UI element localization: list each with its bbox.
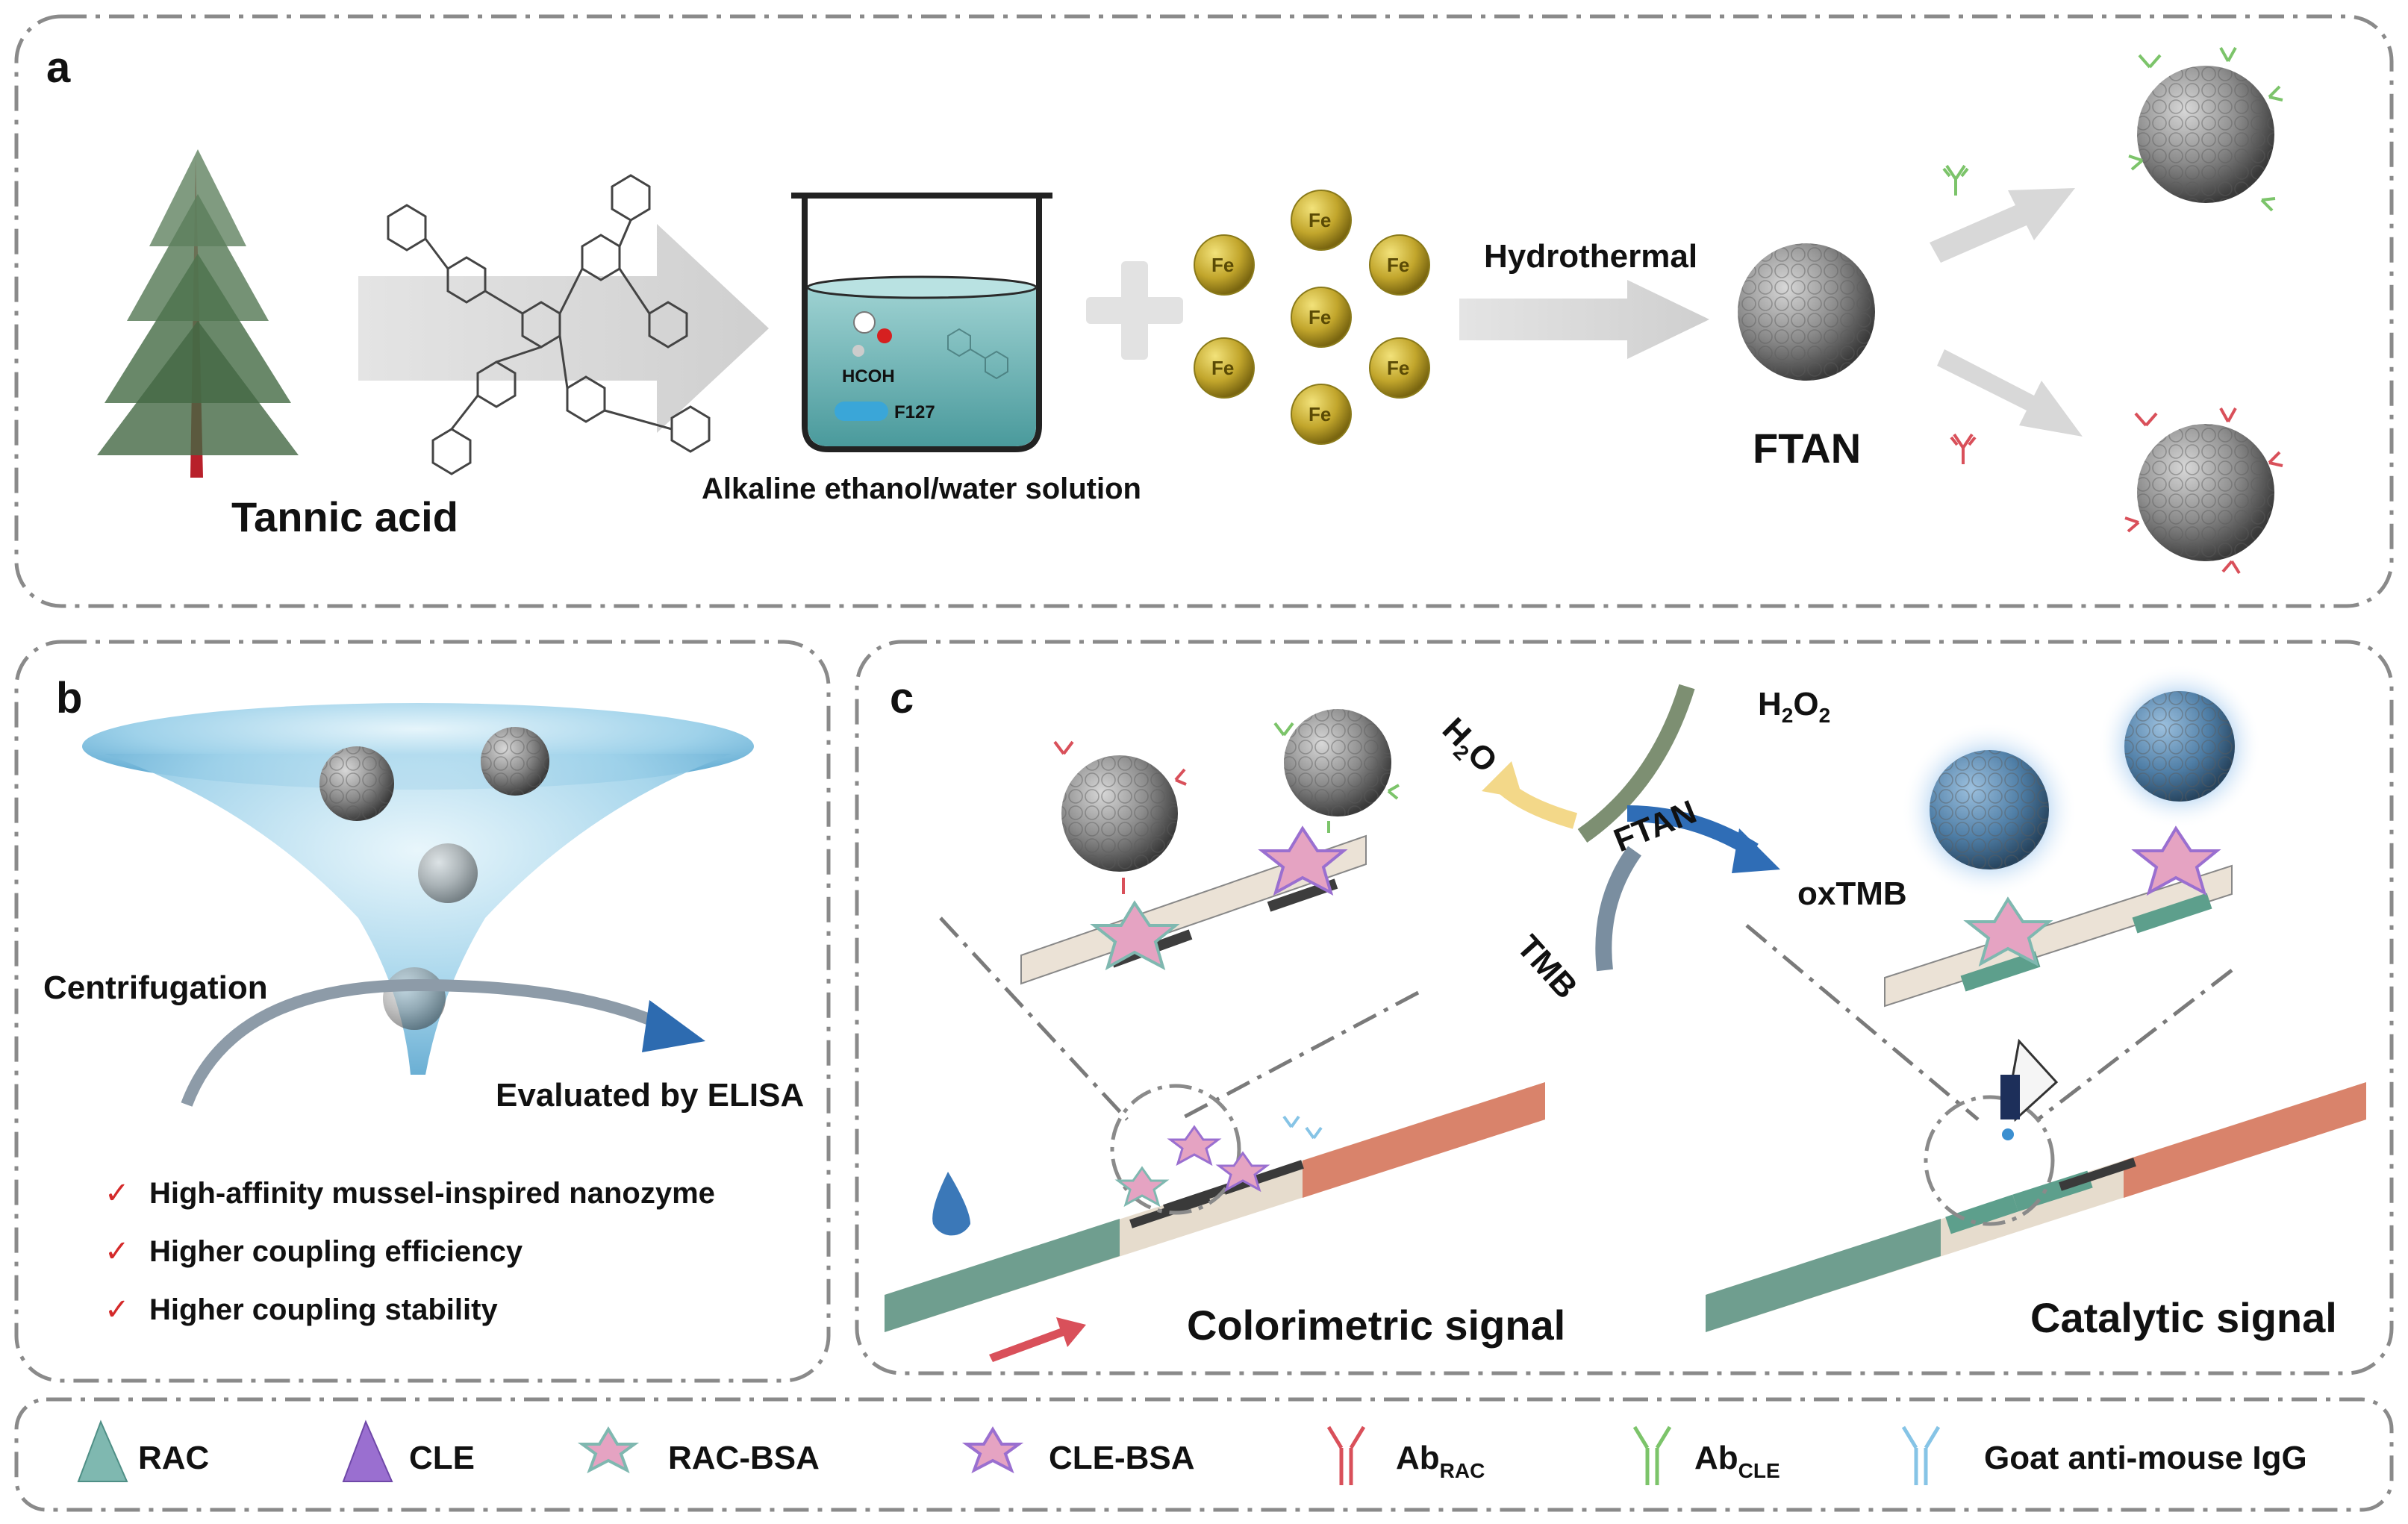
- beaker: [791, 193, 1052, 452]
- legend-cle: CLE: [409, 1440, 475, 1476]
- fe-ion-cluster: Fe Fe Fe Fe Fe Fe Fe: [1194, 190, 1430, 445]
- feature-item-1: High-affinity mussel-inspired nanozyme: [149, 1177, 715, 1210]
- zoom-strip-right: [1884, 664, 2262, 1008]
- tannic-acid-label: Tannic acid: [231, 493, 458, 540]
- tmb-label: TMB: [1510, 928, 1585, 1006]
- centrifugation-label: Centrifugation: [43, 969, 268, 1006]
- legend-rac-bsa: RAC-BSA: [668, 1440, 820, 1476]
- tannic-acid-molecule: [387, 174, 711, 475]
- fe-label-3: Fe: [1387, 254, 1409, 276]
- legend-cle-bsa: CLE-BSA: [1049, 1440, 1195, 1476]
- feature-list: ✓ High-affinity mussel-inspired nanozyme…: [105, 1176, 715, 1327]
- colorimetric-label: Colorimetric signal: [1187, 1302, 1565, 1349]
- fe-label-4: Fe: [1309, 306, 1331, 328]
- panel-a-frame: [14, 14, 2394, 608]
- vortex-illustration: [82, 703, 754, 1075]
- ab-cle-icon: [1632, 1425, 1672, 1485]
- rac-icon: [77, 1420, 128, 1482]
- oxtmb-label: oxTMB: [1797, 875, 1907, 912]
- ab-rac-icon: [1326, 1425, 1366, 1485]
- hydrothermal-label: Hydrothermal: [1484, 238, 1697, 275]
- feature-check-3: ✓: [105, 1293, 130, 1327]
- zoom-guide-lines: [939, 916, 2233, 1122]
- legend-rac: RAC: [138, 1440, 209, 1476]
- ftan-sphere: [1738, 243, 1875, 381]
- rac-bsa-icon: [577, 1426, 640, 1474]
- panel-c-letter: c: [890, 674, 914, 722]
- fe-label-5: Fe: [1211, 357, 1234, 379]
- tannic-arrow: [358, 224, 769, 433]
- ftan-ab-cle-sphere: [2128, 47, 2283, 212]
- feature-check-1: ✓: [105, 1176, 130, 1211]
- panel-a-letter: a: [46, 43, 71, 92]
- cle-icon: [342, 1420, 393, 1482]
- feature-item-2: Higher coupling efficiency: [149, 1235, 523, 1268]
- ftan-label: FTAN: [1753, 425, 1861, 472]
- centrifugation-arrow: [181, 978, 660, 1107]
- tree-illustration: [97, 149, 299, 478]
- legend-frame: [14, 1397, 2394, 1512]
- panel-c-frame: [855, 640, 2394, 1375]
- ab-rac-free-icon: [1950, 433, 1977, 464]
- zoom-strip-left: [1020, 709, 1400, 985]
- panel-b-frame: [14, 640, 831, 1383]
- branch-arrow-up: [1930, 188, 2075, 263]
- ab-cle-free-icon: [1942, 164, 1969, 196]
- legend-goat-igg: Goat anti-mouse IgG: [1984, 1440, 2307, 1476]
- plus-icon: [1086, 261, 1183, 360]
- evaluated-label: Evaluated by ELISA: [496, 1077, 804, 1114]
- fe-label-7: Fe: [1309, 403, 1331, 425]
- feature-check-2: ✓: [105, 1234, 130, 1269]
- h2o-label: H2O: [1432, 711, 1505, 783]
- feature-item-3: Higher coupling stability: [149, 1293, 498, 1326]
- h2o2-label: H2O2: [1758, 686, 1830, 727]
- goat-igg-icon: [1901, 1425, 1941, 1485]
- centrifugation-arrowhead: [642, 1000, 705, 1052]
- cle-bsa-icon: [961, 1426, 1024, 1474]
- hydrothermal-arrow: [1459, 280, 1709, 359]
- lateral-flow-strip-left: [885, 1082, 1545, 1362]
- legend-ab-rac: AbRAC: [1396, 1440, 1485, 1482]
- legend: RAC CLE RAC-BSA CLE-BSA AbRAC AbCLE Goat…: [77, 1420, 2307, 1485]
- fe-label-1: Fe: [1309, 209, 1331, 231]
- flow-direction-arrow: [989, 1317, 1086, 1362]
- branch-arrow-down: [1937, 349, 2083, 437]
- lateral-flow-strip-right: [1706, 1038, 2366, 1332]
- catalytic-label: Catalytic signal: [2030, 1294, 2337, 1341]
- reaction-cycle: [1482, 684, 1780, 972]
- fe-label-6: Fe: [1387, 357, 1409, 379]
- f127-label: F127: [894, 402, 935, 422]
- panel-b-letter: b: [56, 674, 82, 722]
- legend-ab-cle: AbCLE: [1694, 1440, 1780, 1482]
- ftan-ab-rac-sphere: [2124, 407, 2283, 575]
- hcoh-label: HCOH: [842, 366, 895, 387]
- fe-label-2: Fe: [1211, 254, 1234, 276]
- solution-label: Alkaline ethanol/water solution: [702, 472, 1141, 505]
